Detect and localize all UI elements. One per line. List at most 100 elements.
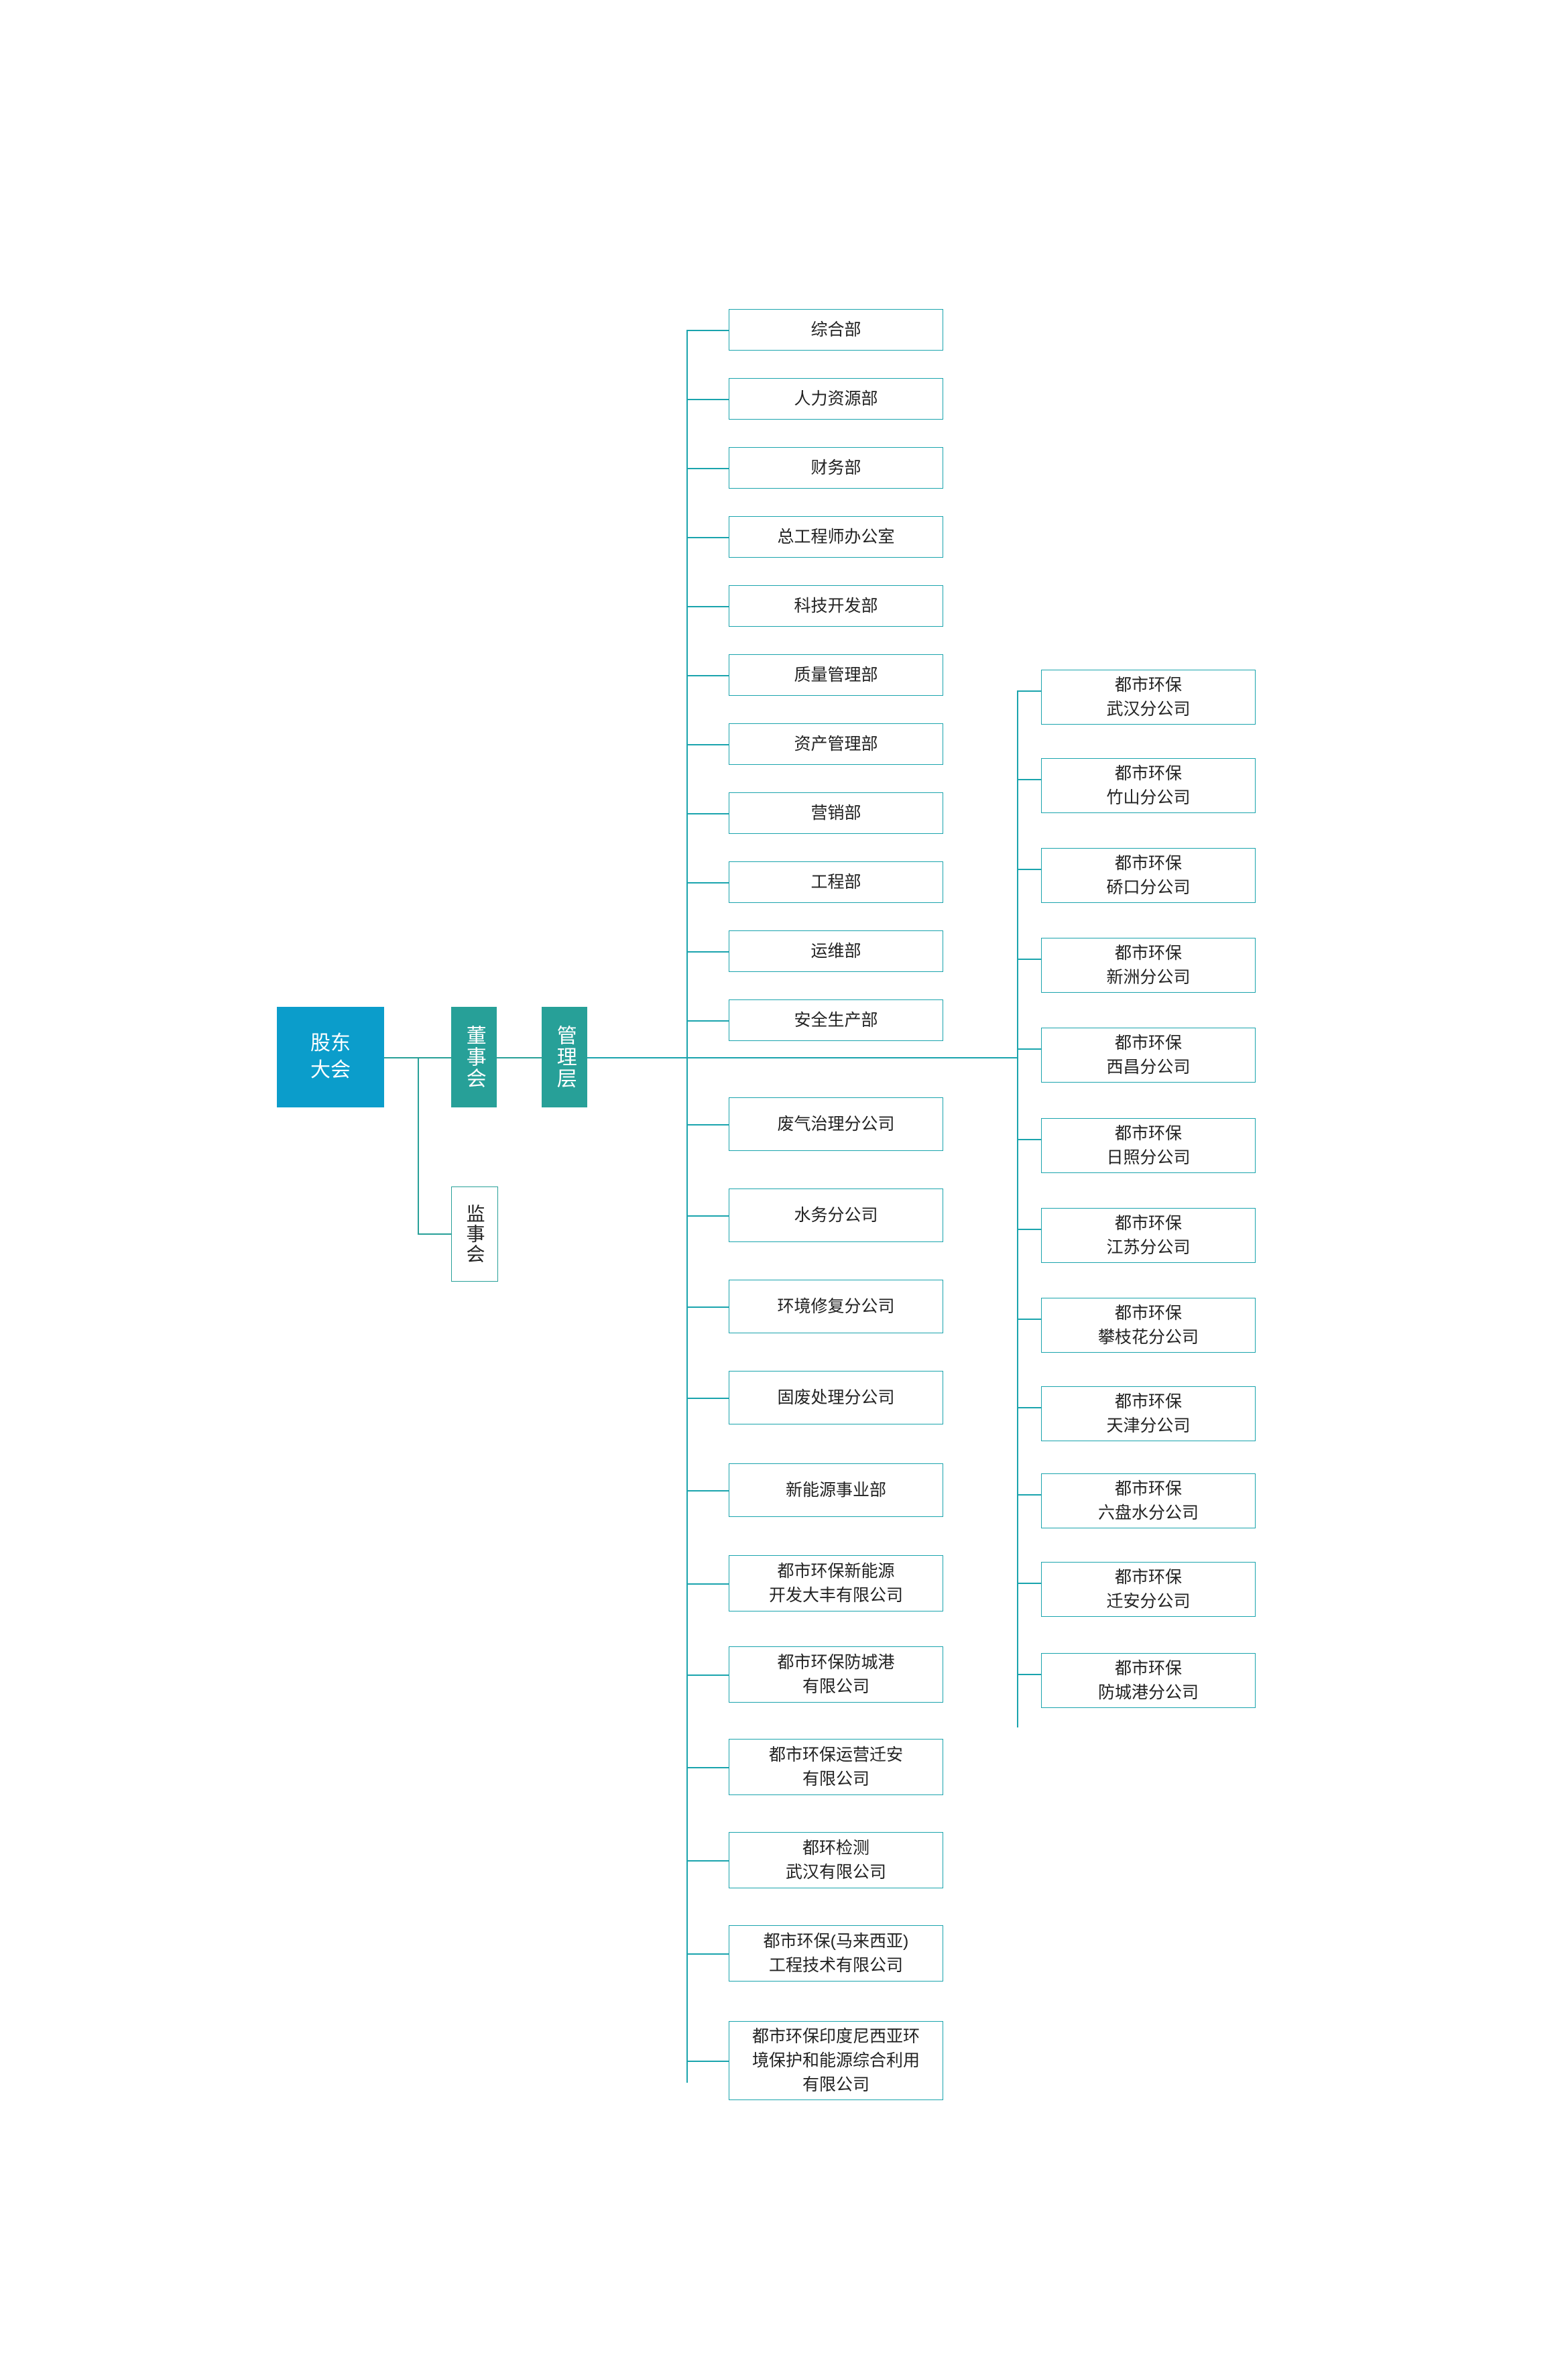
node-branch-3-label: 都市环保 新洲分公司: [1106, 943, 1191, 987]
connector-division-8: [686, 1860, 729, 1862]
node-branch-3: 都市环保 新洲分公司: [1041, 938, 1256, 993]
connector-branch-3: [1017, 959, 1041, 960]
node-department-1: 人力资源部: [729, 378, 943, 420]
node-shareholders-meeting-label: 股东 大会: [310, 1032, 351, 1082]
connector-department-5: [686, 675, 729, 676]
node-branch-5-label: 都市环保 日照分公司: [1106, 1123, 1191, 1167]
connector-department-8: [686, 882, 729, 884]
node-department-9: 运维部: [729, 930, 943, 972]
node-board-of-directors: 董事会: [451, 1007, 497, 1107]
connector-department-2: [686, 468, 729, 469]
node-branch-0: 都市环保 武汉分公司: [1041, 670, 1256, 725]
node-branch-5: 都市环保 日照分公司: [1041, 1118, 1256, 1173]
node-branch-7-label: 都市环保 攀枝花分公司: [1097, 1303, 1199, 1347]
node-department-1-label: 人力资源部: [794, 389, 878, 408]
node-division-8-label: 都环检测 武汉有限公司: [785, 1838, 886, 1882]
connector-department-7: [686, 813, 729, 814]
node-board-of-directors-label: 董事会: [463, 1025, 485, 1089]
connector-division-1: [686, 1215, 729, 1217]
node-department-9-label: 运维部: [810, 941, 861, 961]
node-branch-8: 都市环保 天津分公司: [1041, 1386, 1256, 1441]
node-branch-1: 都市环保 竹山分公司: [1041, 758, 1256, 813]
node-department-6-label: 资产管理部: [794, 734, 878, 753]
node-branch-1-label: 都市环保 竹山分公司: [1106, 764, 1191, 807]
connector-branch-9: [1017, 1494, 1041, 1496]
connector-branch-10: [1017, 1583, 1041, 1584]
node-department-0-label: 综合部: [810, 320, 861, 339]
node-branch-7: 都市环保 攀枝花分公司: [1041, 1298, 1256, 1353]
connector-division-4: [686, 1490, 729, 1491]
node-department-0: 综合部: [729, 309, 943, 351]
node-department-5: 质量管理部: [729, 654, 943, 696]
connector-department-10: [686, 1020, 729, 1022]
branch-spine-vertical: [1017, 690, 1018, 1727]
node-division-9: 都市环保(马来西亚) 工程技术有限公司: [729, 1925, 943, 1982]
connector-branch-8: [1017, 1407, 1041, 1408]
connector-division-10: [686, 2061, 729, 2062]
connector-branch-11: [1017, 1674, 1041, 1675]
connector-shareholders-supervisors-vertical: [418, 1057, 419, 1233]
connector-department-3: [686, 537, 729, 538]
node-department-3-label: 总工程师办公室: [777, 527, 895, 546]
node-division-4: 新能源事业部: [729, 1463, 943, 1517]
connector-management-trunk: [587, 1057, 686, 1058]
node-branch-2-label: 都市环保 硚口分公司: [1106, 853, 1191, 897]
node-department-10-label: 安全生产部: [794, 1010, 878, 1030]
connector-department-6: [686, 744, 729, 745]
connector-board-management: [497, 1057, 542, 1058]
node-branch-8-label: 都市环保 天津分公司: [1106, 1392, 1191, 1435]
connector-shareholders-supervisors-horizontal: [418, 1233, 451, 1235]
connector-branch-4: [1017, 1048, 1041, 1050]
node-division-2: 环境修复分公司: [729, 1280, 943, 1333]
node-department-10: 安全生产部: [729, 999, 943, 1041]
node-branch-4-label: 都市环保 西昌分公司: [1106, 1033, 1191, 1077]
node-management-label: 管理层: [553, 1025, 576, 1089]
node-division-3-label: 固废处理分公司: [777, 1388, 895, 1407]
connector-division-7: [686, 1767, 729, 1768]
connector-management-branch-spine: [686, 1057, 1017, 1058]
node-division-7: 都市环保运营迁安 有限公司: [729, 1739, 943, 1795]
node-branch-9-label: 都市环保 六盘水分公司: [1097, 1479, 1199, 1522]
trunk-vertical-main: [686, 330, 688, 1451]
node-division-0-label: 废气治理分公司: [777, 1114, 895, 1134]
node-division-6-label: 都市环保防城港 有限公司: [777, 1652, 895, 1696]
connector-branch-0: [1017, 690, 1041, 692]
node-department-3: 总工程师办公室: [729, 516, 943, 558]
connector-division-2: [686, 1306, 729, 1308]
connector-branch-2: [1017, 869, 1041, 870]
node-division-6: 都市环保防城港 有限公司: [729, 1646, 943, 1703]
node-division-3: 固废处理分公司: [729, 1371, 943, 1424]
connector-branch-5: [1017, 1139, 1041, 1140]
connector-division-0: [686, 1124, 729, 1125]
node-branch-6: 都市环保 江苏分公司: [1041, 1208, 1256, 1263]
node-branch-6-label: 都市环保 江苏分公司: [1106, 1213, 1191, 1257]
node-division-7-label: 都市环保运营迁安 有限公司: [768, 1745, 903, 1788]
node-division-1: 水务分公司: [729, 1189, 943, 1242]
node-division-9-label: 都市环保(马来西亚) 工程技术有限公司: [763, 1931, 909, 1975]
connector-department-0: [686, 330, 729, 331]
node-division-1-label: 水务分公司: [794, 1205, 878, 1225]
node-branch-11: 都市环保 防城港分公司: [1041, 1653, 1256, 1708]
node-branch-10: 都市环保 迁安分公司: [1041, 1562, 1256, 1617]
node-department-4: 科技开发部: [729, 585, 943, 627]
node-board-of-supervisors: 监事会: [451, 1186, 498, 1282]
connector-department-4: [686, 606, 729, 607]
node-branch-4: 都市环保 西昌分公司: [1041, 1028, 1256, 1083]
connector-branch-7: [1017, 1319, 1041, 1320]
node-department-8-label: 工程部: [810, 872, 861, 892]
node-department-8: 工程部: [729, 861, 943, 903]
node-division-5-label: 都市环保新能源 开发大丰有限公司: [768, 1561, 903, 1605]
node-division-10: 都市环保印度尼西亚环 境保护和能源综合利用 有限公司: [729, 2021, 943, 2100]
node-division-8: 都环检测 武汉有限公司: [729, 1832, 943, 1888]
node-department-4-label: 科技开发部: [794, 596, 878, 615]
node-shareholders-meeting: 股东 大会: [277, 1007, 384, 1107]
node-branch-2: 都市环保 硚口分公司: [1041, 848, 1256, 903]
connector-department-1: [686, 399, 729, 400]
node-division-2-label: 环境修复分公司: [777, 1296, 895, 1316]
connector-division-3: [686, 1398, 729, 1399]
node-branch-10-label: 都市环保 迁安分公司: [1106, 1567, 1191, 1611]
node-branch-9: 都市环保 六盘水分公司: [1041, 1473, 1256, 1528]
node-management: 管理层: [542, 1007, 587, 1107]
node-department-7-label: 营销部: [810, 803, 861, 823]
